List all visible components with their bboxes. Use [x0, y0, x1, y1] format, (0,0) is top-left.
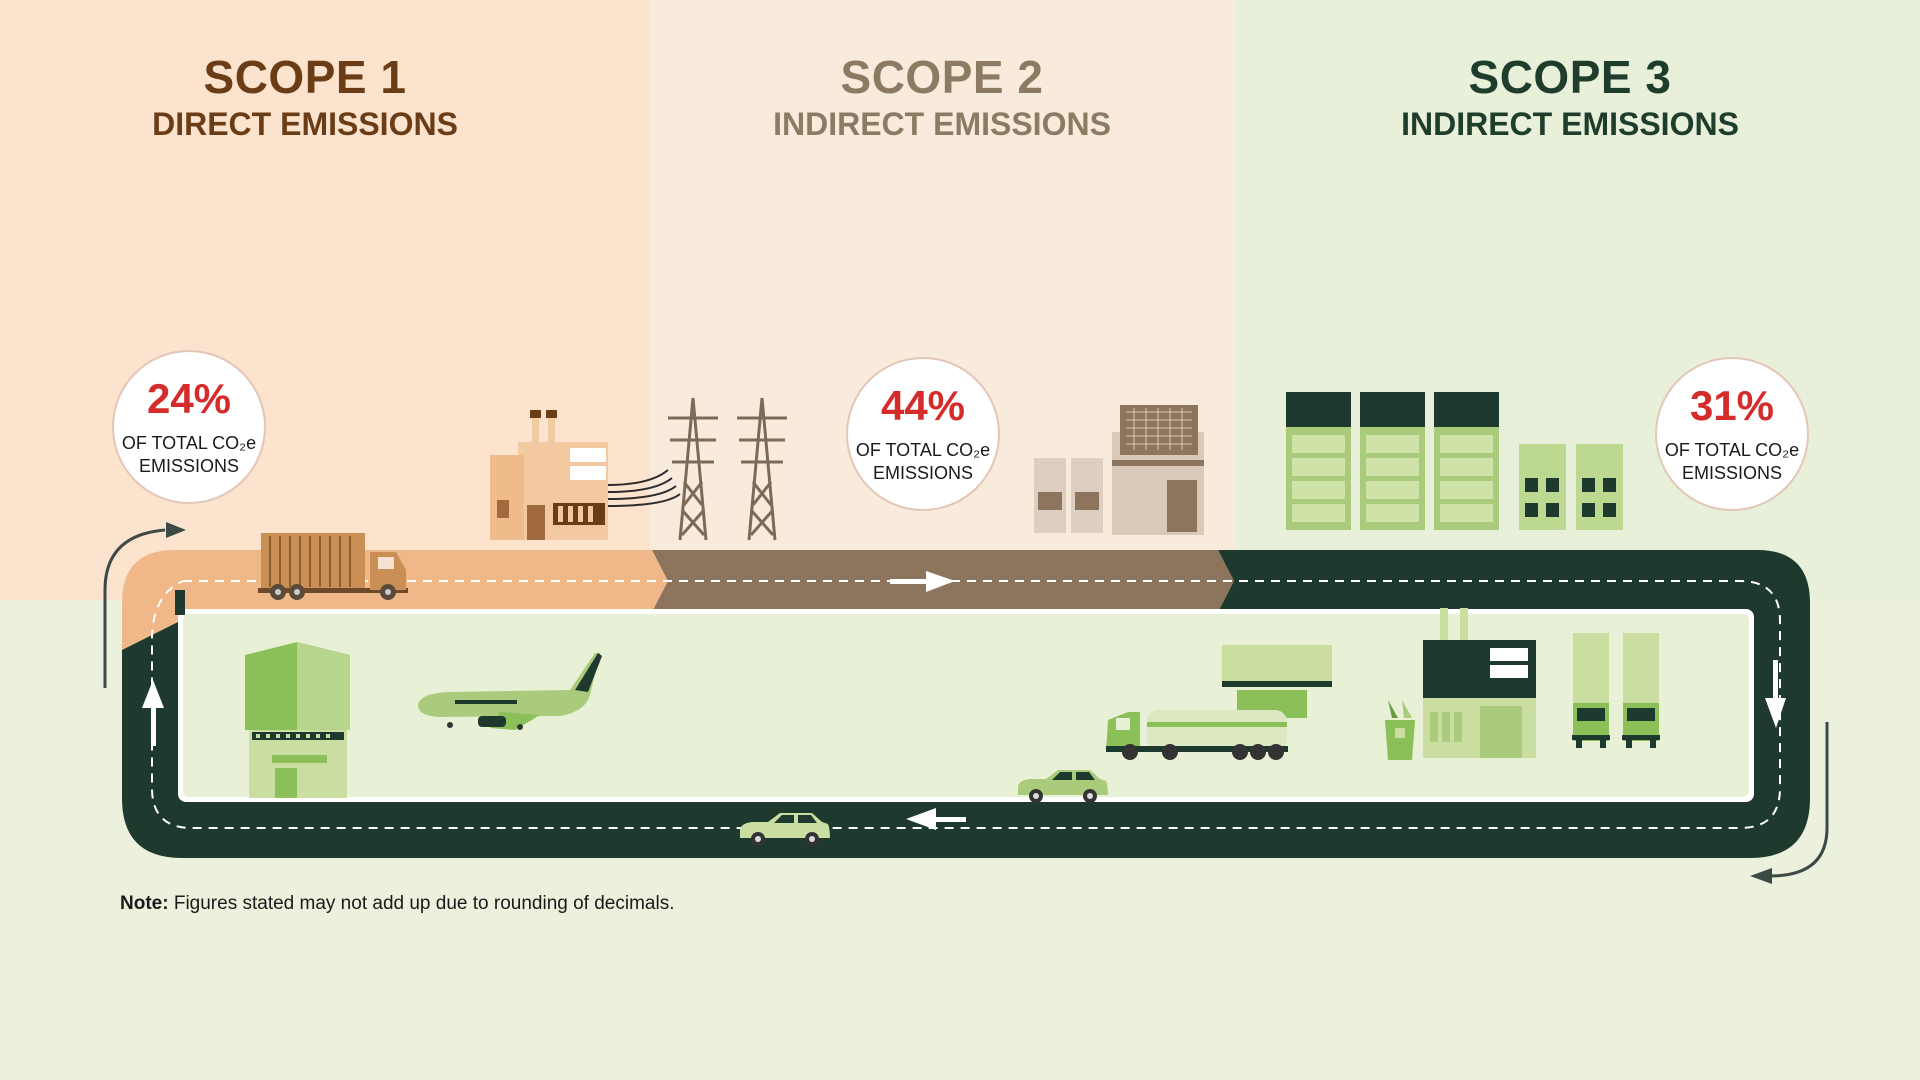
- scope-1-share-badge: 24% OF TOTAL CO₂e EMISSIONS: [112, 350, 266, 504]
- scope-2-share-badge: 44% OF TOTAL CO₂e EMISSIONS: [846, 357, 1000, 511]
- container-truck-icon: [258, 533, 408, 600]
- retail-building-icon: [1286, 392, 1351, 530]
- car-icon: [1018, 770, 1108, 803]
- road-scope-3-loop: [122, 612, 1810, 858]
- footnote: Note: Figures stated may not add up due …: [120, 893, 674, 915]
- scope-3-title: SCOPE 3: [1468, 51, 1672, 103]
- arrow-icon: [103, 522, 186, 688]
- scope-1-title: SCOPE 1: [203, 51, 407, 103]
- delivery-truck-icon: [1622, 633, 1660, 748]
- arrow-icon: [142, 680, 164, 746]
- delivery-truck-icon: [1572, 633, 1610, 748]
- tanker-truck-icon: [1106, 645, 1332, 760]
- loop-corner: [175, 590, 185, 615]
- retail-building-icon: [1576, 444, 1623, 530]
- scope-3-share-badge: 31% OF TOTAL CO₂e EMISSIONS: [1655, 357, 1809, 511]
- scope-2-title: SCOPE 2: [840, 51, 1044, 103]
- airplane-icon: [418, 653, 602, 730]
- retail-building-icon: [1434, 392, 1499, 530]
- scope-2-percent-label: OF TOTAL CO₂e EMISSIONS: [855, 440, 991, 483]
- scope-3-header: SCOPE 3 INDIRECT EMISSIONS: [1370, 50, 1770, 144]
- arrow-icon: [1750, 722, 1829, 884]
- scope-2-subtitle: INDIRECT EMISSIONS: [773, 106, 1111, 142]
- lane-dash-line: [151, 580, 1781, 829]
- data-center-icon: [1034, 405, 1204, 535]
- scope-1-percent-label: OF TOTAL CO₂e EMISSIONS: [121, 433, 257, 476]
- retail-building-icon: [1519, 444, 1566, 530]
- factory-icon: [490, 410, 681, 540]
- footnote-text: Figures stated may not add up due to rou…: [168, 893, 675, 914]
- warehouse-icon: [245, 642, 350, 798]
- arrow-icon: [906, 808, 966, 830]
- car-icon: [740, 813, 830, 846]
- road-scope-1: [122, 550, 668, 650]
- power-pylon-icon: [737, 397, 787, 541]
- scope-1-subtitle: DIRECT EMISSIONS: [152, 106, 458, 142]
- factory-icon: [1423, 600, 1536, 758]
- footnote-prefix: Note:: [120, 893, 169, 914]
- scope-3-percent-label: OF TOTAL CO₂e EMISSIONS: [1664, 440, 1800, 483]
- scope-2-percent: 44%: [880, 382, 966, 429]
- power-pylon-icon: [668, 397, 718, 541]
- scope-3-subtitle: INDIRECT EMISSIONS: [1401, 106, 1739, 142]
- scope-3-percent: 31%: [1689, 382, 1775, 429]
- scope-2-header: SCOPE 2 INDIRECT EMISSIONS: [742, 50, 1142, 144]
- inner-field: [183, 614, 1749, 797]
- arrow-icon: [890, 571, 955, 592]
- recycling-bin-icon: [1385, 700, 1415, 760]
- scope-1-header: SCOPE 1 DIRECT EMISSIONS: [110, 50, 500, 144]
- retail-building-icon: [1360, 392, 1425, 530]
- arrow-icon: [1765, 660, 1786, 728]
- scope-1-percent: 24%: [146, 375, 232, 422]
